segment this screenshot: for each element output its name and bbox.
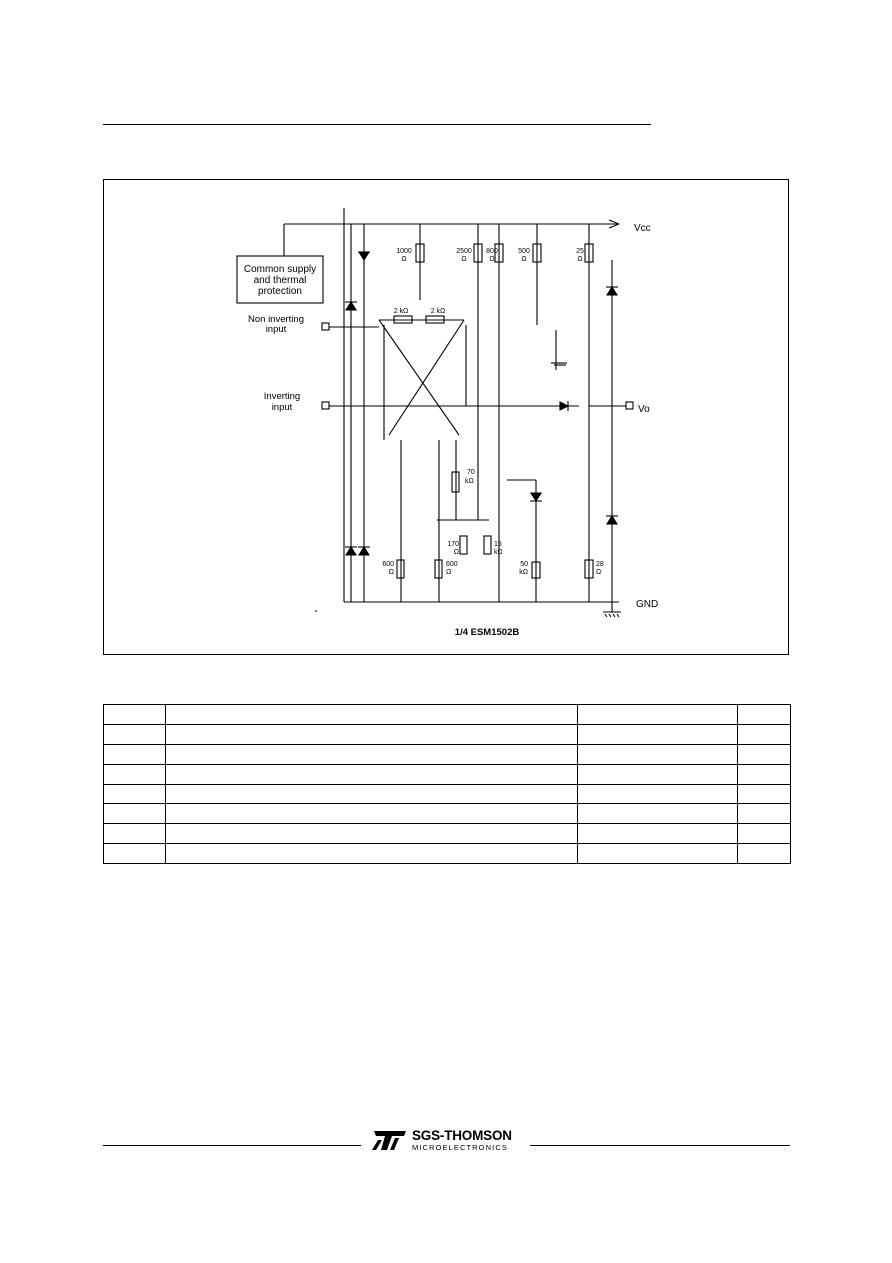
table-cell: [577, 843, 738, 864]
r1000-unit: Ω: [401, 256, 406, 263]
table-cell: [577, 743, 738, 765]
table-cell: [577, 704, 738, 725]
r1000-label: 1000: [396, 248, 412, 255]
header-rule: [103, 124, 651, 125]
inverting-label-2: input: [272, 402, 293, 413]
inverting-pin: [321, 401, 330, 410]
r600-a-label: 600: [382, 561, 394, 568]
table-cell: [577, 823, 738, 845]
r70k-unit: kΩ: [465, 478, 474, 485]
block-label-line1: Common supply: [244, 264, 316, 275]
non-inverting-pin: [321, 322, 330, 331]
brand-name: SGS-THOMSON: [412, 1128, 512, 1143]
table-cell: [737, 763, 791, 785]
gnd-label: GND: [636, 599, 658, 610]
r15k-label: 15: [494, 541, 502, 548]
diode-left-bot1: [345, 545, 357, 556]
table-cell: [103, 763, 166, 785]
table-cell: [577, 763, 738, 785]
r800-label: 800: [486, 248, 498, 255]
st-logo-icon: [372, 1131, 406, 1150]
brand-subtitle: MICROELECTRONICS: [412, 1143, 508, 1152]
r70k-label: 70: [467, 469, 475, 476]
r800-unit: Ω: [489, 256, 494, 263]
table-cell: [165, 743, 578, 765]
table-row: [103, 763, 791, 785]
table-row: [103, 704, 791, 725]
r25-label: 25: [576, 248, 584, 255]
table-cell: [737, 823, 791, 845]
table-cell: [103, 823, 166, 845]
vo-pin: [625, 401, 634, 410]
non-inverting-label: Non inverting: [248, 314, 304, 325]
table-cell: [577, 723, 738, 745]
table-row: [103, 783, 791, 805]
table-row: [103, 723, 791, 745]
diode-left-top: [358, 251, 370, 262]
supply-protection-block: [236, 255, 324, 304]
table-cell: [737, 783, 791, 805]
r500-unit: Ω: [521, 256, 526, 263]
vcc-label: Vcc: [634, 223, 651, 234]
table-cell: [737, 803, 791, 825]
table-cell: [103, 783, 166, 805]
r50k-label: 50: [520, 561, 528, 568]
r2500-unit: Ω: [461, 256, 466, 263]
table-row: [103, 803, 791, 825]
block-label-line3: protection: [258, 286, 302, 297]
r2k-b-label: 2 kΩ: [431, 308, 446, 315]
r50k-unit: kΩ: [519, 569, 528, 576]
schematic-figure: Common supply and thermal protection Non…: [103, 179, 789, 655]
diode-left-mid: [345, 300, 357, 311]
footer-rule-left: [103, 1145, 361, 1146]
table-row: [103, 743, 791, 765]
r170-label: 170: [447, 541, 459, 548]
table-cell: [103, 843, 166, 864]
table-cell: [165, 723, 578, 745]
r2k-a-label: 2 kΩ: [394, 308, 409, 315]
r28-label: 28: [596, 561, 604, 568]
diode-left-bot2: [358, 545, 370, 556]
circuit-diagram: Common supply and thermal protection Non…: [236, 208, 658, 638]
block-label-line2: and thermal: [254, 275, 307, 286]
table-row: [103, 823, 791, 845]
r2500-label: 2500: [456, 248, 472, 255]
table-cell: [165, 783, 578, 805]
r600-b-unit: Ω: [446, 569, 451, 576]
table-row: [103, 843, 791, 864]
table-cell: [737, 704, 791, 725]
parameters-table: [103, 704, 791, 864]
r170-unit: Ω: [454, 549, 459, 556]
table-cell: [577, 803, 738, 825]
inverting-label: Inverting: [264, 391, 300, 402]
r15k-unit: kΩ: [494, 549, 503, 556]
table-cell: [737, 743, 791, 765]
r28-unit: Ω: [596, 569, 601, 576]
table-cell: [577, 783, 738, 805]
non-inverting-label-2: input: [266, 324, 287, 335]
r600-b-label: 600: [446, 561, 458, 568]
figure-caption: 1/4 ESM1502B: [455, 627, 520, 638]
r25-unit: Ω: [577, 256, 582, 263]
table-cell: [165, 803, 578, 825]
table-cell: [165, 704, 578, 725]
table-cell: [103, 704, 166, 725]
table-cell: [737, 843, 791, 864]
table-cell: [737, 723, 791, 745]
footer-rule-right: [530, 1145, 790, 1146]
r500-label: 500: [518, 248, 530, 255]
table-cell: [165, 763, 578, 785]
table-cell: [165, 843, 578, 864]
table-cell: [103, 803, 166, 825]
table-cell: [165, 823, 578, 845]
table-cell: [103, 743, 166, 765]
r600-a-unit: Ω: [389, 569, 394, 576]
table-cell: [103, 723, 166, 745]
vo-label: Vo: [638, 404, 650, 415]
